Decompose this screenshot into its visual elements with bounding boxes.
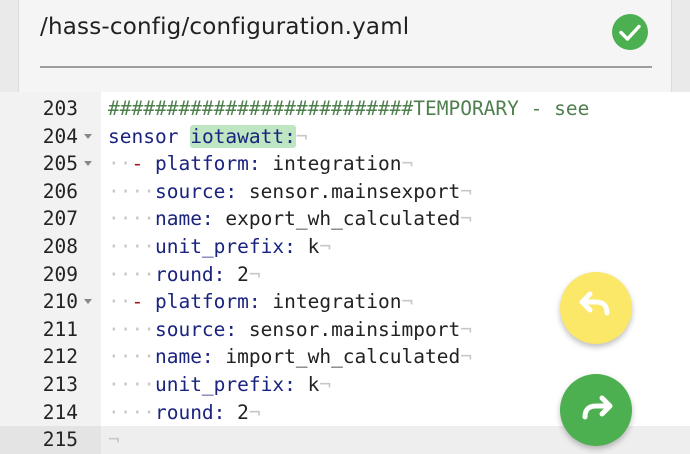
whitespace-dots: ···· [108, 317, 155, 341]
code-line[interactable]: 205 ··- platform: integration¬ [0, 150, 690, 178]
code-text: ····round: 2¬ [108, 399, 261, 427]
file-path-panel [18, 0, 672, 92]
code-line[interactable]: 214 ····round: 2¬ [0, 399, 690, 427]
yaml-value: 2 [225, 400, 249, 424]
fold-arrow-icon[interactable] [84, 133, 92, 139]
eol-marker: ¬ [319, 235, 332, 258]
code-line[interactable]: 210 ··- platform: integration¬ [0, 288, 690, 316]
code-line[interactable]: 212 ····name: import_wh_calculated¬ [0, 343, 690, 371]
undo-icon [579, 291, 610, 316]
line-number: 206 [42, 179, 78, 203]
fold-arrow-icon[interactable] [84, 161, 92, 167]
yaml-key: platform: [154, 290, 261, 314]
code-text: sensor iotawatt:¬ [108, 123, 308, 151]
yaml-value: export_wh_calculated [213, 207, 461, 231]
yaml-key: source: [154, 179, 238, 203]
line-number: 204 [42, 124, 78, 148]
yaml-value: integration [260, 152, 402, 176]
yaml-value: sensor.mainsimport [237, 317, 461, 341]
line-number: 210 [42, 290, 78, 314]
eol-marker: ¬ [248, 262, 261, 286]
yaml-value: import_wh_calculated [213, 345, 461, 369]
redo-button[interactable] [560, 374, 632, 446]
line-number: 208 [42, 235, 78, 258]
yaml-value: 2 [225, 262, 249, 286]
code-text: ····unit_prefix: k¬ [108, 371, 331, 399]
undo-button[interactable] [560, 272, 632, 344]
line-number-gutter [0, 92, 101, 450]
whitespace-dots: ···· [108, 235, 155, 258]
code-line[interactable]: 204 sensor iotawatt:¬ [0, 123, 690, 151]
yaml-value: integration [260, 290, 402, 314]
line-number: 211 [42, 317, 78, 341]
yaml-value: k [295, 235, 320, 258]
code-text: ····name: import_wh_calculated¬ [108, 343, 472, 371]
yaml-key: round: [154, 400, 226, 424]
line-number: 213 [42, 373, 78, 396]
list-dash: - [131, 152, 155, 176]
yaml-key: sensor [108, 124, 179, 148]
check-icon [612, 14, 648, 50]
code-text: ··- platform: integration¬ [108, 150, 413, 178]
code-text: ¬ [108, 426, 120, 454]
whitespace-dots: ···· [108, 345, 155, 369]
line-number: 209 [42, 262, 78, 286]
yaml-key: unit_prefix: [154, 373, 296, 396]
code-text: ····source: sensor.mainsimport¬ [108, 316, 472, 344]
whitespace-dots: ···· [108, 262, 155, 286]
fold-arrow-icon[interactable] [84, 299, 92, 305]
whitespace-dots: ···· [108, 400, 155, 424]
yaml-key: name: [154, 345, 214, 369]
code-text: ····source: sensor.mainsexport¬ [108, 178, 472, 206]
line-number: 212 [42, 345, 78, 369]
file-path-text[interactable]: /hass-config/configuration.yaml [40, 14, 410, 40]
comment-text: ##########################TEMPORARY - se… [108, 97, 590, 120]
code-line[interactable]: 208 ····unit_prefix: k¬ [0, 233, 690, 261]
list-dash: - [131, 290, 155, 314]
eol-marker: ¬ [401, 290, 414, 314]
line-number: 207 [42, 207, 78, 231]
yaml-key: unit_prefix: [154, 235, 296, 258]
eol-marker: ¬ [460, 179, 472, 203]
code-line[interactable]: 211 ····source: sensor.mainsimport¬ [0, 316, 690, 344]
code-text: ··- platform: integration¬ [108, 288, 413, 316]
yaml-value: k [295, 373, 320, 396]
file-path-underline [40, 66, 652, 68]
code-text: ····round: 2¬ [108, 261, 261, 289]
yaml-key: source: [154, 317, 238, 341]
code-line[interactable]: 209 ····round: 2¬ [0, 261, 690, 289]
code-text: ····unit_prefix: k¬ [108, 233, 331, 261]
whitespace-dots: ···· [108, 373, 155, 396]
whitespace-dots: ···· [108, 179, 155, 203]
eol-marker: ¬ [248, 400, 261, 424]
eol-marker: ¬ [108, 428, 120, 452]
yaml-value: sensor.mainsexport [237, 179, 461, 203]
code-line[interactable]: 207 ····name: export_wh_calculated¬ [0, 205, 690, 233]
code-line[interactable]: 213 ····unit_prefix: k¬ [0, 371, 690, 399]
eol-marker: ¬ [295, 124, 308, 148]
yaml-key: round: [154, 262, 226, 286]
code-line[interactable]: 206 ····source: sensor.mainsexport¬ [0, 178, 690, 206]
line-number: 203 [42, 97, 78, 120]
line-number: 214 [42, 400, 78, 424]
code-line[interactable]: 203 ##########################TEMPORARY … [0, 95, 690, 123]
eol-marker: ¬ [460, 345, 472, 369]
line-number: 205 [42, 152, 78, 176]
code-text: ····name: export_wh_calculated¬ [108, 205, 472, 233]
file-path-bar: /hass-config/configuration.yaml [0, 0, 690, 92]
yaml-key: platform: [154, 152, 261, 176]
eol-marker: ¬ [460, 317, 472, 341]
whitespace-dots: ·· [108, 290, 132, 314]
eol-marker: ¬ [319, 373, 332, 396]
redo-icon [582, 395, 613, 420]
highlighted-token: iotawatt: [190, 124, 296, 148]
eol-marker: ¬ [401, 152, 414, 176]
whitespace-dots: ···· [108, 207, 155, 231]
eol-marker: ¬ [460, 207, 472, 231]
whitespace-dots: ·· [108, 152, 132, 176]
line-number: 215 [0, 426, 101, 454]
yaml-key: name: [154, 207, 214, 231]
